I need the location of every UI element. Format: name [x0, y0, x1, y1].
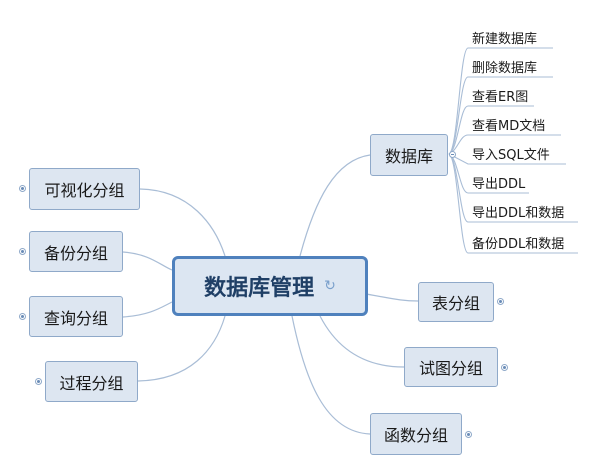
topic-query-group[interactable]: 查询分组	[29, 296, 123, 337]
central-topic-label: 数据库管理	[204, 276, 315, 301]
subtopic-export-ddl[interactable]: 导出DDL	[472, 177, 526, 192]
link-database	[299, 154, 371, 257]
expand-procedure-group-icon[interactable]	[35, 378, 42, 385]
topic-backup-group-label: 备份分组	[43, 243, 108, 263]
link-function-group	[291, 315, 371, 435]
subtopic-view-md-doc[interactable]: 查看MD文档	[472, 119, 546, 134]
topic-visual-group[interactable]: 可视化分组	[29, 168, 140, 210]
subtopic-delete-database[interactable]: 删除数据库	[472, 61, 538, 76]
expand-visual-group-icon[interactable]	[19, 185, 26, 192]
collapse-database-icon[interactable]	[449, 151, 456, 158]
topic-database-label: 数据库	[384, 147, 433, 166]
topic-visual-group-label: 可视化分组	[44, 181, 125, 200]
expand-function-group-icon[interactable]	[465, 431, 472, 438]
link-backup-group	[122, 251, 173, 271]
link-visual-group	[139, 188, 226, 257]
topic-database[interactable]: 数据库	[370, 134, 448, 176]
expand-backup-group-icon[interactable]	[19, 248, 26, 255]
subtopic-new-database[interactable]: 新建数据库	[472, 32, 538, 47]
topic-function-group-label: 函数分组	[383, 426, 448, 445]
subtopic-export-ddl-data[interactable]: 导出DDL和数据	[472, 206, 565, 221]
link-icon: ↻	[324, 278, 336, 294]
central-topic[interactable]: 数据库管理 ↻	[172, 256, 368, 316]
subtopic-view-er-diagram[interactable]: 查看ER图	[472, 90, 529, 105]
topic-table-group[interactable]: 表分组	[418, 282, 494, 322]
topic-table-group-label: 表分组	[431, 294, 480, 313]
link-child-5	[448, 153, 566, 165]
link-query-group	[122, 301, 173, 318]
expand-query-group-icon[interactable]	[19, 313, 26, 320]
link-procedure-group	[137, 315, 226, 382]
topic-function-group[interactable]: 函数分组	[370, 413, 462, 455]
topic-view-group[interactable]: 试图分组	[404, 347, 498, 387]
topic-backup-group[interactable]: 备份分组	[29, 231, 123, 272]
topic-query-group-label: 查询分组	[43, 308, 108, 328]
expand-table-group-icon[interactable]	[497, 298, 504, 305]
expand-view-group-icon[interactable]	[501, 364, 508, 371]
topic-procedure-group[interactable]: 过程分组	[45, 361, 138, 402]
link-view-group	[319, 315, 405, 368]
subtopic-backup-ddl-data[interactable]: 备份DDL和数据	[472, 237, 565, 252]
link-child-8	[448, 153, 578, 254]
link-table-group	[365, 293, 419, 302]
topic-procedure-group-label: 过程分组	[59, 373, 124, 393]
topic-view-group-label: 试图分组	[418, 359, 483, 378]
subtopic-import-sql[interactable]: 导入SQL文件	[472, 148, 550, 163]
link-child-1	[448, 47, 553, 155]
